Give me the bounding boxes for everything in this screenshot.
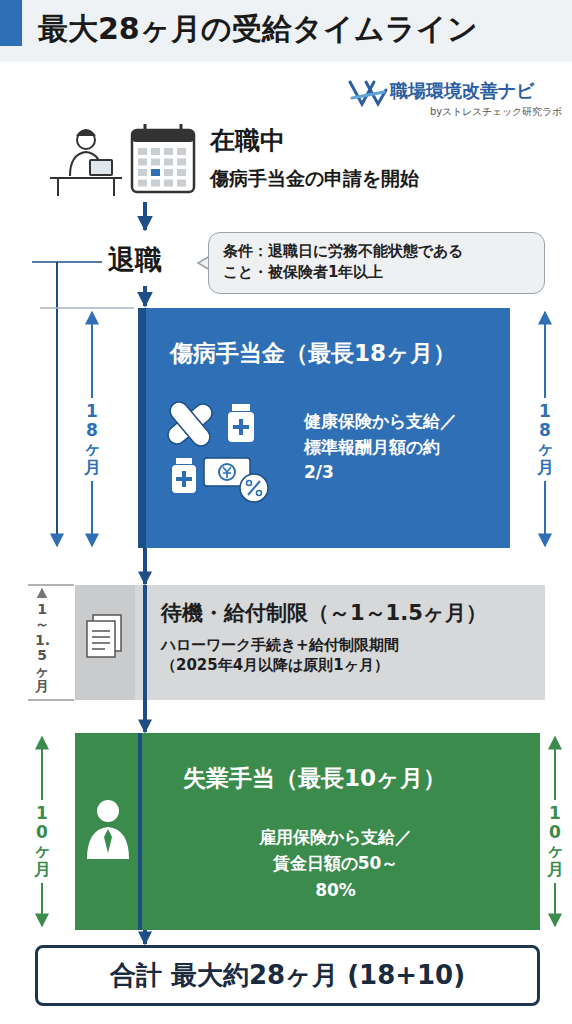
waiting-box: 待機・給付制限（～1～1.5ヶ月） ハローワーク手続き+給付制限期間（2025年4… xyxy=(75,585,545,700)
decoration xyxy=(75,585,135,700)
decoration xyxy=(248,481,260,495)
decoration xyxy=(233,419,249,435)
page-title: 最大28ヶ月の受給タイムライン xyxy=(38,9,478,50)
duration-label: 18ヶ月 xyxy=(535,398,556,481)
laptop xyxy=(90,160,112,175)
calendar-cell xyxy=(138,159,147,166)
decoration xyxy=(92,631,110,649)
box-heading: 傷病手当金（最長18ヶ月） xyxy=(170,338,498,369)
decoration xyxy=(87,621,115,657)
decoration xyxy=(247,481,252,486)
duration-label: 18ヶ月 xyxy=(82,398,103,481)
calendar-cell xyxy=(164,169,173,176)
box-body: ハローワーク手続き+給付制限期間（2025年4月以降は原則1ヶ月） xyxy=(161,635,426,676)
flow-arrow xyxy=(143,202,147,230)
benefit-icons xyxy=(166,400,278,510)
bracket-tick xyxy=(28,585,74,700)
bracket-tick xyxy=(40,307,134,309)
head xyxy=(77,131,95,149)
bracket-tick xyxy=(32,261,102,263)
calendar-cell xyxy=(177,148,186,155)
decoration xyxy=(104,829,112,853)
calendar-cell xyxy=(151,169,160,176)
condition-callout: 条件：退職日に労務不能状態であること・被保険者1年以上 xyxy=(208,232,545,294)
decoration xyxy=(232,404,250,411)
calendar-cell xyxy=(177,180,186,187)
title-bar xyxy=(0,0,572,62)
calendar-ring xyxy=(145,124,181,136)
decoration xyxy=(176,471,192,487)
box-heading: 失業手当（最長10ヶ月） xyxy=(183,763,528,794)
flow-connector xyxy=(143,930,147,944)
calendar-frame xyxy=(132,130,194,192)
logo-stroke xyxy=(352,92,384,98)
bracket-line xyxy=(56,262,58,546)
decoration xyxy=(87,827,129,859)
calendar-cell xyxy=(164,148,173,155)
calendar-cell xyxy=(177,159,186,166)
document-icon xyxy=(75,585,155,700)
calendar-cell xyxy=(177,169,186,176)
box-heading: 待機・給付制限（～1～1.5ヶ月） xyxy=(161,599,535,627)
worker-icon xyxy=(75,733,155,930)
hair xyxy=(77,130,95,136)
calendar-cell xyxy=(164,180,173,187)
calendar-cell xyxy=(151,148,160,155)
decoration xyxy=(223,467,231,478)
logo-byline: byストレスチェック研究ラボ xyxy=(430,105,562,119)
calendar-cell xyxy=(138,169,147,176)
desk xyxy=(50,178,122,196)
logo-name: 職場環境改善ナビ xyxy=(390,79,534,103)
benefit-box: 失業手当（最長10ヶ月） 雇用保険から支給／賃金日額の50～80% xyxy=(75,733,540,930)
benefit-box: 傷病手当金（最長18ヶ月） 健康保険から支給／標準報酬月額の約2/3 xyxy=(138,308,510,548)
decoration xyxy=(166,400,213,450)
decoration xyxy=(257,491,262,496)
flow-connector xyxy=(143,700,147,732)
title-accent xyxy=(0,0,22,46)
stage-note: 傷病手当金の申請を開始 xyxy=(210,166,419,192)
decoration xyxy=(219,464,235,480)
calendar-cell xyxy=(151,159,160,166)
calendar-cell xyxy=(138,148,147,155)
decoration xyxy=(176,458,192,464)
duration-label: 10ヶ月 xyxy=(545,800,566,883)
flow-arrow xyxy=(143,286,147,306)
logo-mark xyxy=(350,82,386,104)
flow-connector xyxy=(143,548,147,584)
duration-label: 10ヶ月 xyxy=(32,800,53,883)
box-body: 健康保険から支給／標準報酬月額の約2/3 xyxy=(304,409,469,486)
decoration xyxy=(240,474,268,502)
decoration xyxy=(138,733,142,930)
calendar-icon xyxy=(132,124,194,192)
condition-text: 条件：退職日に労務不能状態であること・被保険者1年以上 xyxy=(223,241,468,283)
total-text: 合計 最大約28ヶ月 (18+10) xyxy=(50,958,525,993)
duration-label: 1～1.5ヶ月 xyxy=(33,598,51,698)
calendar-band xyxy=(132,130,194,142)
stage-heading: 在職中 xyxy=(210,124,285,157)
decoration xyxy=(172,465,196,493)
decoration xyxy=(228,412,254,442)
calendar-cell xyxy=(151,180,160,187)
worker-icon xyxy=(50,130,122,196)
total-box: 合計 最大約28ヶ月 (18+10) xyxy=(35,945,540,1006)
calendar-cell xyxy=(138,180,147,187)
calendar-cell xyxy=(164,159,173,166)
decoration xyxy=(97,800,119,822)
decoration xyxy=(166,400,213,450)
decoration xyxy=(143,585,147,700)
box-body: 雇用保険から支給／賃金日額の50～80% xyxy=(253,824,418,903)
milestone-label: 退職 xyxy=(106,242,164,278)
